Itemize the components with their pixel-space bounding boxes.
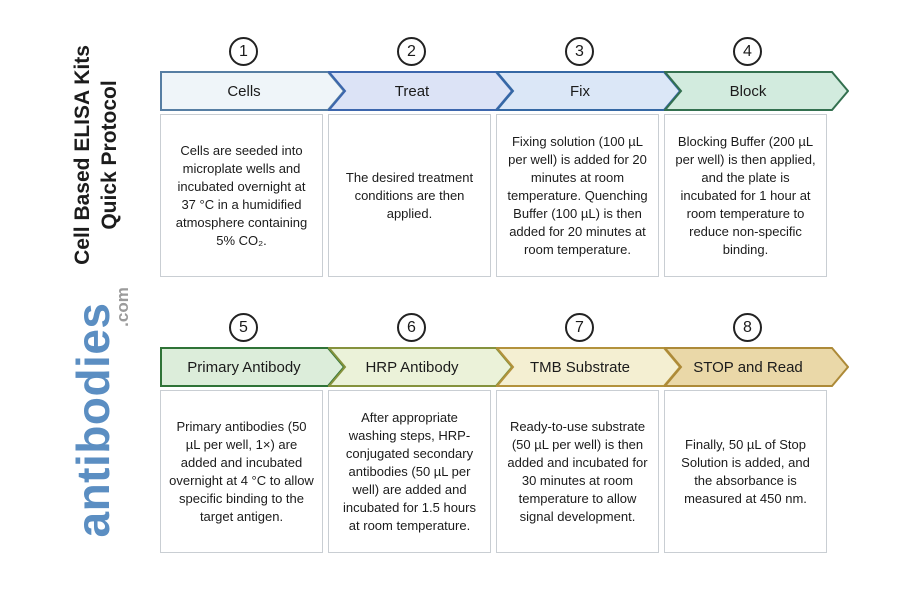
protocol-title: Cell Based ELISA Kits Quick Protocol <box>69 45 123 265</box>
step-number-badge: 7 <box>565 313 594 342</box>
protocol-step: 7 TMB Substrate Ready-to-use substrate (… <box>496 313 681 558</box>
protocol-step: 4 Block Blocking Buffer (200 µL per well… <box>664 37 849 282</box>
protocol-step: 3 Fix Fixing solution (100 µL per well) … <box>496 37 681 282</box>
protocol-step: 8 STOP and Read Finally, 50 µL of Stop S… <box>664 313 849 558</box>
step-description: Ready-to-use substrate (50 µL per well) … <box>496 390 659 553</box>
protocol-title-line1: Cell Based ELISA Kits <box>71 45 94 265</box>
protocol-title-line2: Quick Protocol <box>98 80 121 230</box>
step-description: Primary antibodies (50 µL per well, 1×) … <box>160 390 323 553</box>
protocol-step: 2 Treat The desired treatment conditions… <box>328 37 513 282</box>
protocol-step: 1 Cells Cells are seeded into microplate… <box>160 37 345 282</box>
step-label: TMB Substrate <box>529 358 631 376</box>
step-number-badge: 2 <box>397 37 426 66</box>
step-description: The desired treatment conditions are the… <box>328 114 491 277</box>
protocol-row-top: 1 Cells Cells are seeded into microplate… <box>160 37 850 282</box>
antibodies-logo-suffix: .com <box>113 287 132 327</box>
step-description: Finally, 50 µL of Stop Solution is added… <box>664 390 827 553</box>
step-number-badge: 5 <box>229 313 258 342</box>
step-label: Block <box>729 82 767 100</box>
step-label: Primary Antibody <box>187 358 301 376</box>
step-number-badge: 1 <box>229 37 258 66</box>
step-description: Cells are seeded into microplate wells a… <box>160 114 323 277</box>
protocol-row-bottom: 5 Primary Antibody Primary antibodies (5… <box>160 313 850 558</box>
step-label: Fix <box>570 82 590 100</box>
step-label: Cells <box>227 82 261 100</box>
protocol-step: 5 Primary Antibody Primary antibodies (5… <box>160 313 345 558</box>
step-description: Fixing solution (100 µL per well) is add… <box>496 114 659 277</box>
step-label: Treat <box>394 82 430 100</box>
step-arrow-shape <box>664 347 849 387</box>
step-description: After appropriate washing steps, HRP-con… <box>328 390 491 553</box>
step-number-badge: 3 <box>565 37 594 66</box>
step-description: Blocking Buffer (200 µL per well) is the… <box>664 114 827 277</box>
protocol-step: 6 HRP Antibody After appropriate washing… <box>328 313 513 558</box>
step-number-badge: 6 <box>397 313 426 342</box>
step-arrow-shape <box>664 71 849 111</box>
step-label: STOP and Read <box>693 358 803 376</box>
antibodies-logo: antibodies <box>67 302 119 538</box>
step-number-badge: 8 <box>733 313 762 342</box>
step-label: HRP Antibody <box>365 358 459 376</box>
step-number-badge: 4 <box>733 37 762 66</box>
